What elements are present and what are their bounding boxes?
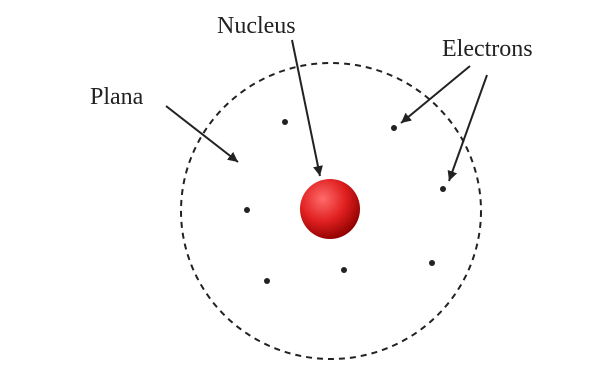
electrons-label: Electrons	[442, 36, 533, 62]
electron	[244, 207, 250, 213]
electron	[341, 267, 347, 273]
electron	[282, 119, 288, 125]
electron	[440, 186, 446, 192]
electrons-arrow-1	[401, 66, 470, 123]
nucleus-sphere	[300, 179, 360, 239]
plana-label: Plana	[90, 84, 144, 110]
electron	[264, 278, 270, 284]
electron	[391, 125, 397, 131]
electron	[429, 260, 435, 266]
nucleus-arrow	[292, 40, 320, 176]
plana-arrow	[166, 106, 238, 162]
nucleus-label: Nucleus	[217, 13, 296, 39]
